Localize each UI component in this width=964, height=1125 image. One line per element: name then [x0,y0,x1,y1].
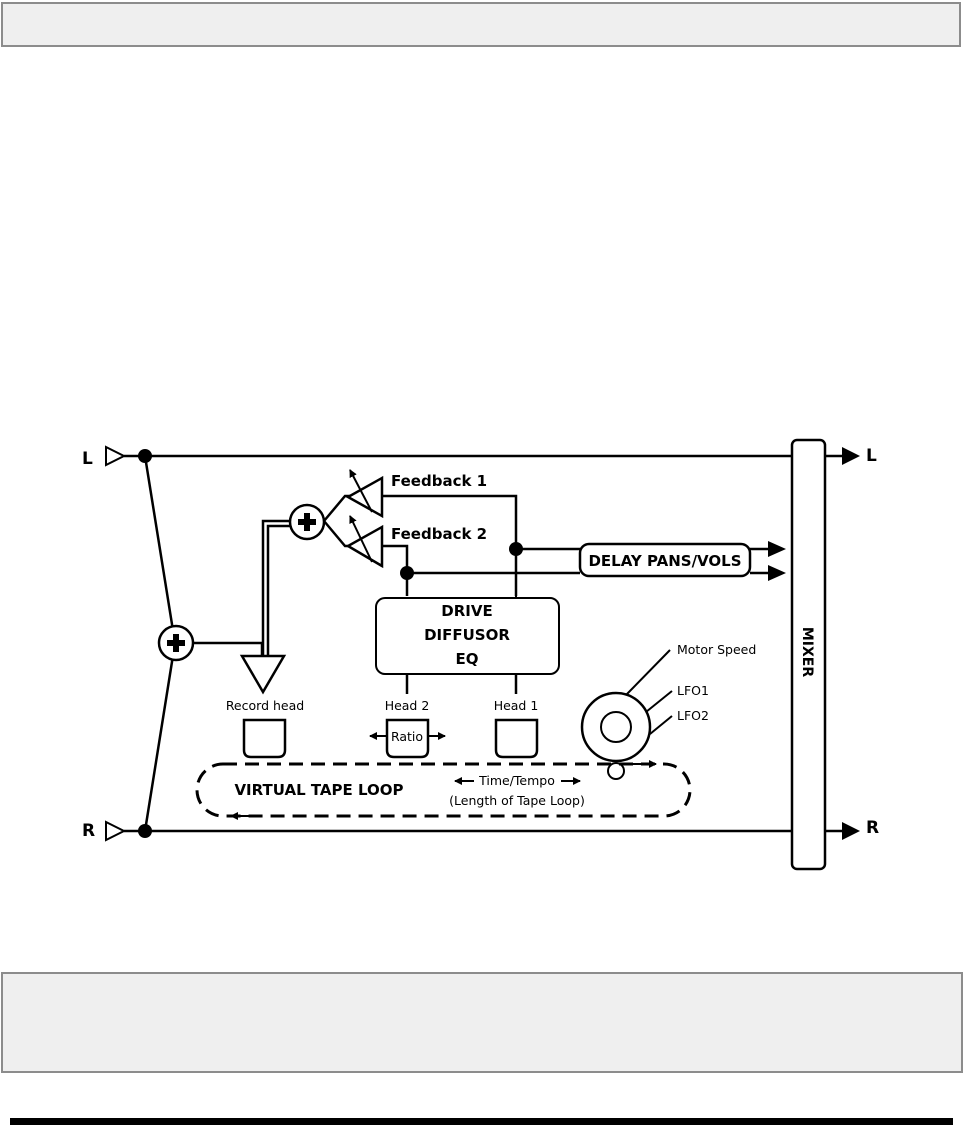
feedback2-label: Feedback 2 [391,525,487,543]
junction-dot [138,824,152,838]
delay-out-arrow-icon [768,565,786,581]
footer-panel [1,972,963,1073]
left-input-label: L [82,449,93,469]
feedback-summer-icon [288,503,326,541]
footer-rule [10,1118,953,1125]
feedback1-adjust-arrow-icon [349,469,373,513]
header-panel [1,2,961,47]
feedback1-label: Feedback 1 [391,472,487,490]
feedback2-adjust-arrow-icon [349,515,373,563]
delay-pans-vols-box [578,542,752,578]
left-output-label: L [866,446,877,466]
left-input-icon [105,445,127,467]
junction-dot [400,566,414,580]
time-tempo-label: Time/Tempo [478,773,555,788]
processor-eq-label: EQ [456,650,479,668]
tape-length-label: (Length of Tape Loop) [449,793,585,808]
motor-control-lines [626,649,673,735]
left-output-arrow-icon [842,447,860,465]
head2-label: Head 2 [385,698,430,713]
junction-dot [138,449,152,463]
virtual-tape-loop [195,762,692,818]
main-signal-lines [124,454,842,833]
processor-drive-label: DRIVE [441,602,492,620]
record-head-triangle-icon [239,654,287,695]
delay-pans-vols-label: DELAY PANS/VOLS [588,552,741,570]
head1-icon [494,718,539,759]
delay-out-arrow-icon [768,541,786,557]
pinch-roller-icon [607,762,625,780]
mixer-box [790,438,827,871]
mixer-label: MIXER [799,627,815,677]
right-output-arrow-icon [842,822,860,840]
lfo2-label: LFO2 [677,708,709,723]
right-output-label: R [866,818,879,838]
head1-label: Head 1 [494,698,539,713]
record-head-label: Record head [226,698,304,713]
right-input-icon [105,820,127,842]
record-head-icon [242,718,287,759]
input-summer-icon [157,624,195,662]
motor-speed-label: Motor Speed [677,642,756,657]
ratio-label: Ratio [391,729,423,744]
virtual-tape-loop-label: VIRTUAL TAPE LOOP [234,781,403,799]
head2-icon [385,718,430,759]
processor-diffusor-label: DIFFUSOR [424,626,510,644]
junction-dot [509,542,523,556]
motor-hub-icon [600,711,632,743]
right-input-label: R [82,821,95,841]
lfo1-label: LFO1 [677,683,709,698]
processor-box [375,597,560,675]
